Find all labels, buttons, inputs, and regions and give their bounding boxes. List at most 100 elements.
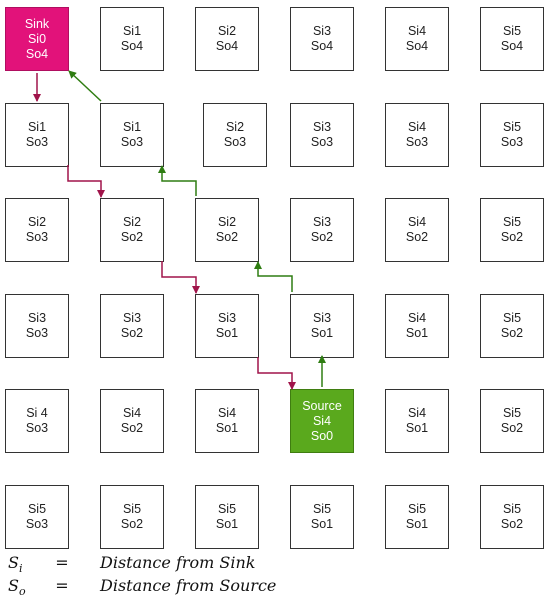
node-label: So2 <box>500 421 524 435</box>
node-label: Si2 <box>122 215 142 229</box>
node-label: Sink <box>24 16 50 31</box>
node-label: So1 <box>405 421 429 435</box>
node-label: Si3 <box>27 311 47 325</box>
node-label: So3 <box>25 326 49 340</box>
node-label: So2 <box>215 230 239 244</box>
node-label: So2 <box>405 230 429 244</box>
node-label: Si4 <box>407 215 427 229</box>
node-label: Si2 <box>27 215 47 229</box>
node-label: So3 <box>310 135 334 149</box>
node-label: So1 <box>405 326 429 340</box>
node-label: So4 <box>405 39 429 53</box>
node-label: Si4 <box>312 413 332 428</box>
node-label: Si5 <box>122 502 142 516</box>
node-label: So2 <box>120 421 144 435</box>
node-label: Si3 <box>122 311 142 325</box>
node-label: Si4 <box>407 311 427 325</box>
node-label: So2 <box>310 230 334 244</box>
node-label: So1 <box>215 517 239 531</box>
legend-so: So=Distance from Source <box>8 576 277 599</box>
node-label: Si0 <box>27 31 47 46</box>
node-label: Si5 <box>502 24 522 38</box>
node-label: Si 4 <box>26 406 48 420</box>
node-label: So2 <box>120 517 144 531</box>
node-label: So4 <box>120 39 144 53</box>
node-label: Si5 <box>407 502 427 516</box>
node-label: Si4 <box>407 406 427 420</box>
node-label: Si2 <box>225 120 245 134</box>
node-label: So3 <box>500 135 524 149</box>
node-label: So3 <box>223 135 247 149</box>
node-label: So2 <box>500 230 524 244</box>
node-label: Si4 <box>407 24 427 38</box>
node-label: Si5 <box>27 502 47 516</box>
node-label: Si4 <box>217 406 237 420</box>
node-label: Si3 <box>312 311 332 325</box>
node-label: Si5 <box>502 215 522 229</box>
node-label: So2 <box>120 230 144 244</box>
node-label: So3 <box>25 135 49 149</box>
node-label: So4 <box>215 39 239 53</box>
node-label: Si5 <box>502 120 522 134</box>
node-label: Si5 <box>217 502 237 516</box>
node-label: Si1 <box>122 120 142 134</box>
node-label: So0 <box>310 428 334 443</box>
node-label: Si5 <box>502 406 522 420</box>
node-label: Si3 <box>312 215 332 229</box>
legend-si: Si=Distance from Sink <box>8 553 256 576</box>
node-label: So3 <box>405 135 429 149</box>
node-label: Si4 <box>122 406 142 420</box>
node-label: Si5 <box>312 502 332 516</box>
node-label: Si3 <box>312 120 332 134</box>
node-label: So2 <box>120 326 144 340</box>
node-label: Si5 <box>502 311 522 325</box>
node-label: Si3 <box>312 24 332 38</box>
node-label: So2 <box>500 517 524 531</box>
node-label: Si4 <box>407 120 427 134</box>
node-label: Si2 <box>217 215 237 229</box>
node-label: So3 <box>25 421 49 435</box>
node-label: Si3 <box>217 311 237 325</box>
node-label: So1 <box>310 326 334 340</box>
node-label: Si5 <box>502 502 522 516</box>
node-label: So3 <box>25 517 49 531</box>
node-label: Si1 <box>122 24 142 38</box>
node-label: Si2 <box>217 24 237 38</box>
node-label: So3 <box>120 135 144 149</box>
node-label: So4 <box>310 39 334 53</box>
node-label: So1 <box>405 517 429 531</box>
node-label: So1 <box>310 517 334 531</box>
node-label: Source <box>302 398 342 413</box>
node-label: So4 <box>500 39 524 53</box>
node-label: So2 <box>500 326 524 340</box>
